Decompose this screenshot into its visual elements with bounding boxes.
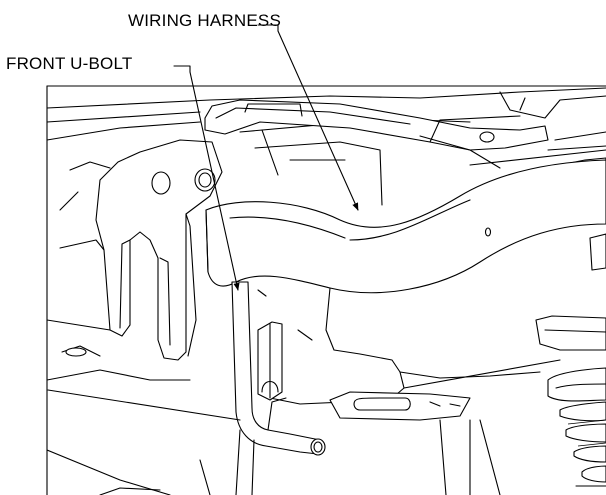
axle-housing [235, 233, 606, 405]
left-hanger-bracket [59, 139, 223, 361]
top-bracket [204, 91, 606, 169]
lower-left-panel [47, 319, 241, 495]
illustration-frame [46, 85, 606, 495]
clamp-block [257, 321, 283, 401]
coil-spring-stack [547, 367, 606, 487]
front-u-bolt-leader [173, 65, 240, 291]
wiring-harness-part [205, 159, 606, 294]
wiring-harness-leader [257, 24, 359, 211]
slotted-plate [329, 391, 501, 495]
callout-leaders [173, 24, 359, 291]
wiring-harness-label: WIRING HARNESS [128, 11, 281, 30]
front-u-bolt-label: FRONT U-BOLT [6, 54, 133, 73]
u-bolt-part [231, 281, 326, 495]
